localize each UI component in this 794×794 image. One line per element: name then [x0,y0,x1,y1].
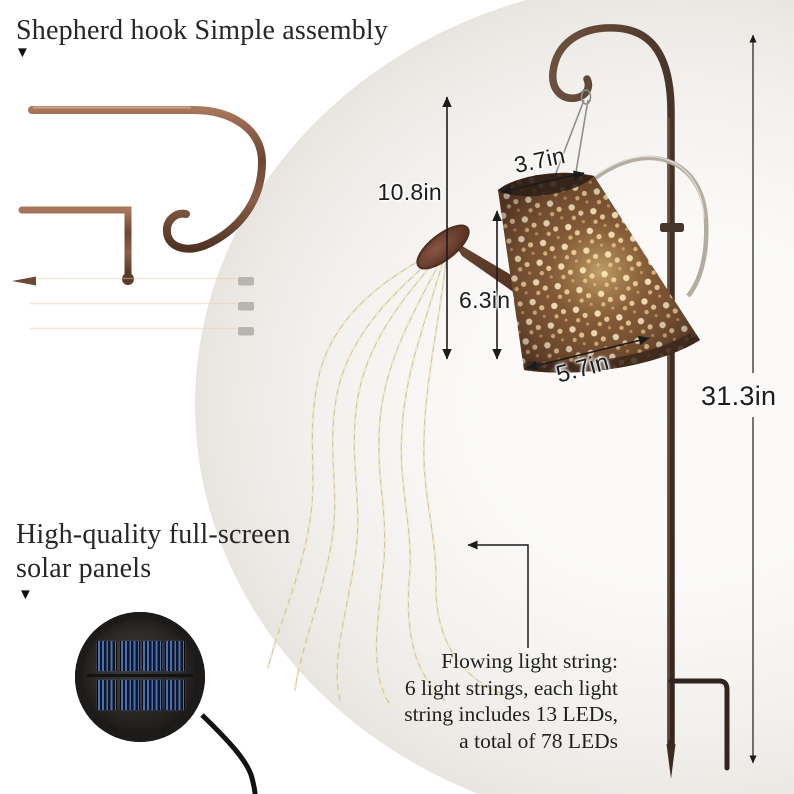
solar-cell [97,680,117,710]
solar-cell [164,641,185,671]
can-body-glow [498,172,700,373]
solar-cell-grid [97,641,185,710]
solar-panel-photo [75,612,205,742]
solar-cell [119,680,140,710]
hang-height-label: 10.8in [377,179,442,205]
solar-cell [97,641,117,671]
down-triangle-icon: ▼ [15,45,30,61]
pole-ground-tip [666,744,676,779]
solar-cell [164,680,185,710]
flowing-note-line: 6 light strings, each light [404,675,618,700]
leader-line-flowing-text [467,540,529,648]
pole-and-crook [549,24,675,752]
pole-clamp [660,223,684,232]
can-handle [588,155,709,298]
extension-rod-part [22,302,254,311]
shepherd-hook-pole [549,24,730,779]
pointed-rod-part [12,276,254,286]
down-triangle-icon: ▼ [18,587,33,603]
solar-cell [119,641,140,671]
hook-crook-part [28,106,267,253]
extension-rod-part [22,327,254,336]
pole-height-label: 31.3in [701,381,777,411]
shower-head [416,224,470,270]
cross-bar-part [18,206,132,280]
dimension-lines [442,34,757,764]
dimension-line-base-width [526,335,650,371]
flowing-light-string-note: Flowing light string: 6 light strings, e… [388,648,618,754]
can-handle-highlight [589,155,705,219]
assembly-title: Shepherd hook Simple assembly [16,15,389,46]
flowing-note-line: string includes 13 LEDs, [404,702,618,726]
can-height-label: 6.3in [459,287,511,313]
dimension-line-opening-width [500,170,585,195]
solar-cell [142,680,162,710]
hanger-loop [580,89,592,105]
ground-stake-prong [668,678,730,771]
hanging-wire [573,99,589,185]
flowing-note-line: Flowing light string: [441,649,618,673]
solar-title: High-quality full-screen solar panels [16,519,291,584]
flowing-note-line: a total of 78 LEDs [459,728,618,753]
solar-panel-divider [87,674,193,677]
solar-cell [142,641,162,671]
light-strings [266,250,507,707]
assembly-parts-illustration [12,106,267,336]
led-dots [266,250,507,707]
solar-cable [200,713,258,794]
